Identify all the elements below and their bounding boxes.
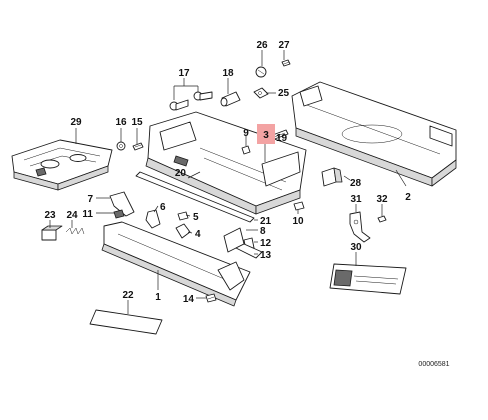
callout-27: 27	[278, 40, 290, 51]
part-26-clip	[255, 66, 267, 78]
part-13-lever	[235, 243, 263, 259]
part-27-screw	[281, 59, 291, 67]
callout-18: 18	[222, 68, 234, 79]
callout-2: 2	[405, 192, 411, 203]
part-5-screw	[177, 211, 189, 221]
part-29-tray	[11, 139, 113, 191]
callout-24: 24	[66, 210, 78, 221]
callout-14: 14	[183, 294, 195, 305]
part-4-hook	[175, 223, 191, 239]
callout-16: 16	[115, 117, 127, 128]
part-16-clip	[116, 141, 126, 151]
callout-22: 22	[122, 290, 134, 301]
part-17-pins	[169, 91, 213, 111]
part-22-strip	[89, 309, 163, 335]
part-11-clip	[113, 209, 125, 219]
leader-lines	[49, 50, 407, 314]
callout-20: 20	[175, 168, 187, 179]
callout-17: 17	[178, 68, 190, 79]
callout-7: 7	[87, 194, 93, 205]
callout-labels: 17 18 26 27 25 29 16 15 9 3 19 20 7 11 6…	[44, 40, 411, 305]
callout-4: 4	[195, 229, 201, 240]
callout-5: 5	[193, 212, 199, 223]
part-10-clip	[293, 201, 305, 211]
callout-29: 29	[70, 117, 82, 128]
callout-19: 19	[276, 133, 288, 144]
part-20-housing	[145, 111, 307, 215]
callout-28: 28	[350, 178, 362, 189]
callout-15: 15	[131, 117, 143, 128]
callout-8: 8	[260, 226, 266, 237]
callout-32: 32	[376, 194, 388, 205]
callout-6: 6	[160, 202, 166, 213]
part-15-screw	[132, 142, 144, 151]
callout-9: 9	[243, 128, 249, 139]
callout-26: 26	[256, 40, 268, 51]
callout-30: 30	[350, 242, 362, 253]
callout-12: 12	[260, 238, 272, 249]
part-2-compartment	[291, 81, 457, 187]
part-23-knob	[41, 225, 63, 241]
callout-13: 13	[260, 250, 272, 261]
callout-23: 23	[44, 210, 56, 221]
callout-21: 21	[260, 216, 272, 227]
part-31-latch	[349, 211, 371, 243]
part-14-screw	[205, 293, 217, 303]
part-7-hinge	[109, 191, 135, 217]
callout-31: 31	[350, 194, 362, 205]
part-30-label	[329, 263, 407, 295]
diagram-reference-number: 00006581	[418, 361, 449, 368]
highlight-part-3	[257, 124, 275, 144]
part-25-latch	[253, 87, 269, 99]
part-28-block	[321, 167, 343, 187]
part-9-bracket	[241, 145, 251, 155]
callout-3: 3	[263, 130, 269, 141]
part-32-screw	[377, 215, 387, 223]
part-24-spring	[65, 227, 85, 235]
part-18-bushing	[220, 91, 241, 107]
callout-1: 1	[155, 292, 161, 303]
part-21-strip	[135, 171, 255, 223]
callout-11: 11	[82, 209, 93, 220]
callout-25: 25	[278, 88, 290, 99]
part-1-lid	[101, 221, 251, 307]
part-6-hinge	[145, 209, 161, 229]
callout-10: 10	[292, 216, 304, 227]
